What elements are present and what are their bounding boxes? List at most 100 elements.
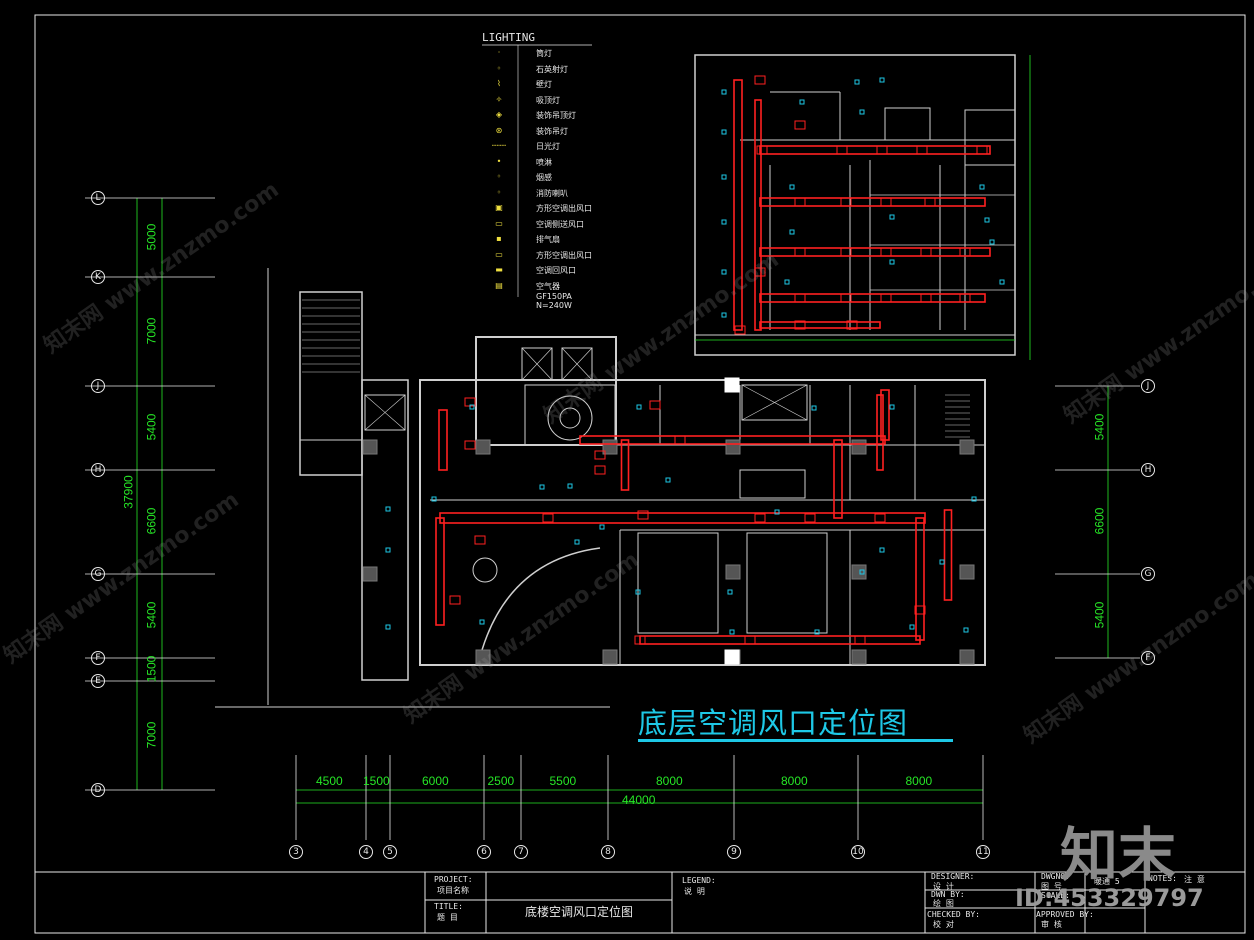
diffuser-marker <box>727 589 733 595</box>
diffuser-marker <box>721 129 727 135</box>
legend-row: ·筒灯 <box>482 48 592 63</box>
legend-symbol: ▤ <box>495 280 503 290</box>
duct-diffuser <box>959 293 971 303</box>
diffuser-marker <box>385 547 391 553</box>
legend-row: ▬空调回风口 <box>482 265 592 280</box>
legend-row: ▭方形空调出风口 <box>482 250 592 265</box>
axis-bubble-right-j: J <box>1141 379 1155 393</box>
legend-symbol: ✧ <box>495 94 503 104</box>
duct-diffuser <box>794 197 806 207</box>
diffuser-marker <box>665 477 671 483</box>
air-duct <box>759 321 881 329</box>
duct-diffuser <box>794 120 806 130</box>
axis-bubble-j: J <box>91 379 105 393</box>
axis-bubble-h: H <box>91 463 105 477</box>
column <box>602 649 618 665</box>
dim-label: 7000 <box>144 317 159 344</box>
tb-drawn-en: DWN BY: <box>931 890 965 899</box>
diffuser-marker <box>971 496 977 502</box>
duct-diffuser <box>542 513 554 523</box>
legend-row: ▭空调侧送风口 <box>482 219 592 234</box>
air-duct <box>733 79 743 331</box>
column <box>475 439 491 455</box>
elevator <box>521 347 553 381</box>
duct-diffuser <box>880 197 892 207</box>
room <box>739 469 806 499</box>
diffuser-marker <box>799 99 805 105</box>
legend-symbol: ▭ <box>495 249 503 259</box>
legend-row: ◦烟感 <box>482 172 592 187</box>
column <box>959 649 975 665</box>
diffuser-marker <box>889 259 895 265</box>
wall <box>419 379 986 666</box>
curved-wall <box>481 547 601 651</box>
legend-label: 装饰吊灯 <box>536 126 568 136</box>
air-duct <box>754 99 762 331</box>
duct-diffuser <box>874 513 886 523</box>
duct-diffuser <box>649 400 661 410</box>
legend-symbol: ◦ <box>496 63 502 73</box>
legend-label: 筒灯 <box>536 49 552 58</box>
dim-label: 5500 <box>549 774 577 788</box>
legend-row: •喷淋 <box>482 157 592 172</box>
column <box>475 649 491 665</box>
elevator-x <box>561 347 593 381</box>
axis-bubble-6: 6 <box>477 845 491 859</box>
air-duct <box>439 512 926 524</box>
shaft <box>741 384 808 421</box>
column-white <box>724 377 740 393</box>
air-duct <box>876 394 884 471</box>
diffuser-marker <box>721 219 727 225</box>
diffuser-marker <box>635 589 641 595</box>
legend-symbol: ⊛ <box>495 125 503 135</box>
duct-diffuser <box>674 435 686 445</box>
tb-notes-cn: 注 意 <box>1184 875 1205 884</box>
dim-label: 6000 <box>422 774 449 788</box>
legend-label: 空调回风口 <box>536 266 576 275</box>
air-duct <box>620 439 630 491</box>
legend-row: ▪排气扇 <box>482 234 592 249</box>
duct-diffuser <box>924 197 936 207</box>
legend-label: 日光灯 <box>536 142 560 151</box>
duct-diffuser <box>794 320 806 330</box>
drawing-title: 底层空调风口定位图 <box>638 706 909 740</box>
air-duct <box>438 409 448 471</box>
duct-diffuser <box>876 145 888 155</box>
dim-label: 1500 <box>363 774 390 788</box>
tb-checked-cn: 校 对 <box>933 920 954 929</box>
column-round <box>472 557 498 583</box>
column <box>959 564 975 580</box>
duct-diffuser <box>449 595 461 605</box>
duct-diffuser <box>840 197 852 207</box>
dim-total-left: 37900 <box>121 475 136 509</box>
dim-label: 5400 <box>144 413 159 441</box>
legend-row: ⌇壁灯 <box>482 79 592 94</box>
detail-room <box>884 107 931 141</box>
diffuser-marker <box>385 506 391 512</box>
axis-bubble-9: 9 <box>727 845 741 859</box>
wall <box>361 379 409 681</box>
tb-notes-en: NOTES: <box>1148 874 1177 883</box>
dim-label: 6600 <box>1092 507 1107 535</box>
tb-checked-en: CHECKED BY: <box>927 910 980 919</box>
diffuser-marker <box>721 269 727 275</box>
legend-label: 消防喇叭 <box>536 188 568 198</box>
duct-diffuser <box>854 635 866 645</box>
diffuser-marker <box>811 405 817 411</box>
legend-row: ✧吸顶灯 <box>482 95 592 110</box>
legend-heading: LIGHTING <box>482 31 535 44</box>
dim-label: 2500 <box>487 774 515 788</box>
legend-label: 空气器 GF150PA N=240W <box>536 281 572 310</box>
legend-label: 装饰吊顶灯 <box>536 111 576 120</box>
legend-symbol: ▣ <box>495 203 503 212</box>
diffuser-marker <box>784 279 790 285</box>
diffuser-marker <box>939 559 945 565</box>
duct-diffuser <box>836 145 848 155</box>
axis-bubble-3: 3 <box>289 845 303 859</box>
dim-label: 5400 <box>1092 601 1107 629</box>
legend-symbol: ◦ <box>496 172 502 181</box>
axis-bubble-11: 11 <box>976 845 990 859</box>
dim-label: 5400 <box>144 601 159 629</box>
legend-row: ◦消防喇叭 <box>482 188 592 203</box>
